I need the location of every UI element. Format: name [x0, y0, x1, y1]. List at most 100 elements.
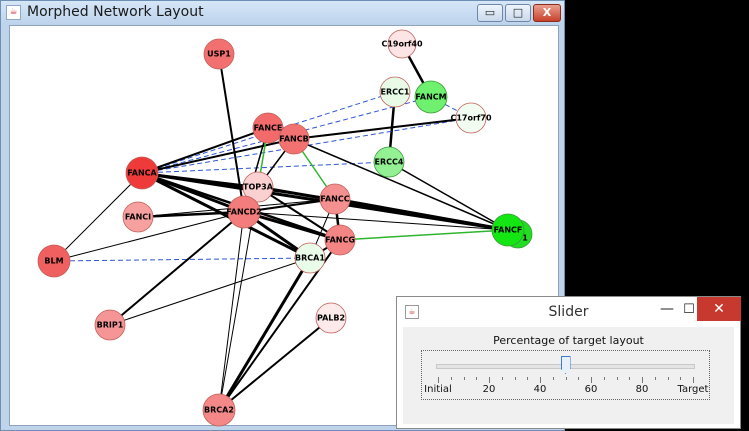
- maximize-button[interactable]: □: [505, 4, 531, 22]
- node-fanci[interactable]: FANCI: [122, 201, 154, 233]
- edge-fanca-brca1[interactable]: [141, 171, 311, 260]
- node-circle[interactable]: [227, 195, 261, 229]
- edge-ercc4-fancf[interactable]: [388, 161, 509, 231]
- node-circle[interactable]: [203, 38, 235, 70]
- slider-tick: [489, 377, 490, 383]
- node-circle[interactable]: [252, 112, 284, 144]
- slider-close-button[interactable]: ✕: [697, 297, 741, 321]
- slider-tick: [693, 377, 694, 383]
- node-circle[interactable]: [315, 302, 347, 334]
- slider-minimize-button[interactable]: —: [660, 301, 674, 317]
- slider-window-title: Slider: [548, 304, 589, 320]
- slider-thumb[interactable]: [560, 356, 571, 374]
- slider-tick: [565, 377, 567, 380]
- node-circle[interactable]: [202, 393, 236, 427]
- node-circle[interactable]: [491, 213, 525, 247]
- java-app-icon-small[interactable]: ☕: [405, 305, 419, 319]
- edge-brca1-brca2[interactable]: [217, 257, 312, 411]
- edge-fanca-fance[interactable]: [141, 127, 269, 174]
- node-label: BRCA2: [204, 406, 234, 415]
- node-blm[interactable]: BLM: [37, 244, 71, 278]
- node-circle[interactable]: [373, 146, 405, 178]
- node-circle[interactable]: [294, 242, 326, 274]
- node-label: BLM: [44, 257, 63, 266]
- node-ercc1[interactable]: ERCC1: [379, 76, 411, 108]
- edge-fancb-c17orf70[interactable]: [293, 117, 472, 140]
- slider-tick: [540, 377, 541, 383]
- edge-fanca-blm[interactable]: [53, 172, 143, 262]
- edge-fancc-fancf[interactable]: [334, 197, 509, 232]
- node-brca1[interactable]: BRCA1: [294, 242, 326, 274]
- node-fancd2[interactable]: FANCD2: [226, 195, 262, 229]
- edge-fancd2-fancg[interactable]: [243, 210, 341, 242]
- edge-fanca-fancb[interactable]: [141, 138, 295, 174]
- node-top3a[interactable]: TOP3A: [242, 171, 274, 203]
- edge-fanca-fancm[interactable]: [141, 96, 432, 174]
- node-fancg[interactable]: FANCG: [324, 224, 356, 256]
- slider-caption: Percentage of target layout: [493, 334, 644, 347]
- node-circle[interactable]: [319, 183, 351, 215]
- minimize-button[interactable]: ▭: [477, 4, 503, 22]
- edge-top3a-fancg[interactable]: [257, 186, 341, 241]
- slider-tick: [603, 377, 605, 380]
- network-graph[interactable]: 1USP1C19orf40ERCC1FANCMC17orf70FANCEFANC…: [10, 26, 560, 427]
- slider-tick: [501, 377, 503, 380]
- java-app-icon[interactable]: ☕: [6, 5, 21, 20]
- node-fanca[interactable]: FANCA: [125, 156, 159, 190]
- slider-tick: [476, 377, 478, 380]
- slider-window: ☕ Slider — ☐ ✕ Percentage of target layo…: [396, 296, 741, 429]
- node-circle[interactable]: [455, 102, 487, 134]
- slider-titlebar[interactable]: ☕ Slider — ☐ ✕: [397, 297, 741, 327]
- edge-brca1-brip1[interactable]: [109, 257, 311, 326]
- node-ercc4[interactable]: ERCC4: [373, 146, 405, 178]
- node-c17orf70[interactable]: C17orf70: [450, 102, 492, 134]
- node-fancm[interactable]: FANCM: [414, 80, 448, 114]
- node-fancc[interactable]: FANCC: [319, 183, 351, 215]
- node-circle[interactable]: [242, 171, 274, 203]
- slider-tick: [591, 377, 592, 383]
- edge-blm-brca1[interactable]: [53, 257, 311, 262]
- node-circle[interactable]: [278, 123, 310, 155]
- edge-fancg-fancf[interactable]: [339, 229, 509, 241]
- node-circle[interactable]: [122, 201, 154, 233]
- close-button[interactable]: X: [533, 4, 561, 22]
- node-label: FANCI: [125, 213, 151, 222]
- node-brca2[interactable]: BRCA2: [202, 393, 236, 427]
- edge-fanci-fancd2[interactable]: [137, 210, 245, 219]
- slider-tick: [552, 377, 554, 380]
- node-circle[interactable]: [414, 80, 448, 114]
- node-circle[interactable]: [324, 224, 356, 256]
- main-window-title: Morphed Network Layout: [27, 4, 204, 20]
- edge-fancd2-fancf[interactable]: [243, 211, 509, 231]
- slider-maximize-button[interactable]: ☐: [683, 302, 695, 317]
- edge-fanca-top3a[interactable]: [141, 172, 259, 188]
- node-fancf[interactable]: FANCF: [491, 213, 525, 247]
- slider-tick: [642, 377, 643, 383]
- node-circle[interactable]: [379, 76, 411, 108]
- node-label: ERCC1: [381, 88, 410, 97]
- slider-label: 60: [584, 384, 598, 395]
- edge-fanca-ercc4[interactable]: [141, 161, 390, 174]
- node-usp1[interactable]: USP1: [203, 38, 235, 70]
- node-c19orf40[interactable]: C19orf40: [381, 29, 423, 59]
- node-label: FANCA: [127, 169, 157, 178]
- node-circle[interactable]: [125, 156, 159, 190]
- node-circle[interactable]: [37, 244, 71, 278]
- edge-fancb-fancf[interactable]: [293, 138, 509, 231]
- edge-fancd2-blm[interactable]: [53, 211, 245, 262]
- slider-tick: [450, 377, 452, 380]
- node-fance[interactable]: FANCE: [252, 112, 284, 144]
- node-circle[interactable]: [94, 309, 126, 341]
- slider-label: Target: [677, 384, 709, 395]
- node-palb2[interactable]: PALB2: [315, 302, 347, 334]
- node-circle[interactable]: [387, 29, 417, 59]
- node-label: USP1: [207, 50, 231, 59]
- edge-palb2-brca2[interactable]: [218, 317, 332, 411]
- edge-fancd2-brca2[interactable]: [218, 211, 245, 411]
- edge-fancd2-brip1[interactable]: [109, 211, 245, 326]
- node-brip1[interactable]: BRIP1: [94, 309, 126, 341]
- node-fancb[interactable]: FANCB: [278, 123, 310, 155]
- main-titlebar[interactable]: ☕ Morphed Network Layout ▭ □ X: [1, 1, 564, 25]
